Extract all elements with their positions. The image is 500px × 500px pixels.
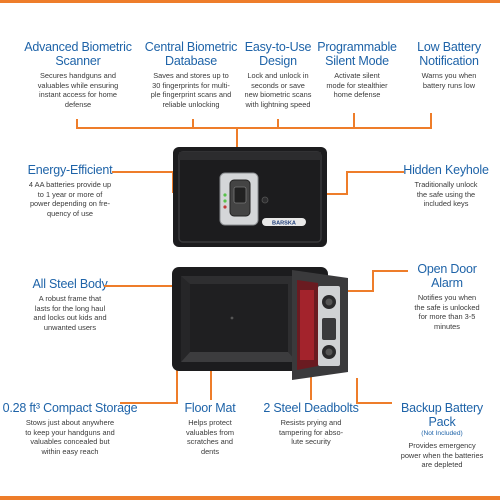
feature-note: (Not Included) xyxy=(421,430,463,437)
feature-all-steel-body: All Steel Body A robust frame that lasts… xyxy=(14,277,126,332)
brand-badge xyxy=(262,218,306,226)
open-safe-body xyxy=(172,267,328,371)
feature-description: Secures handguns and valuables while ens… xyxy=(37,71,119,109)
callout-backup-h xyxy=(356,402,392,404)
open-safe-door-panel xyxy=(297,280,318,370)
top-orange-border xyxy=(0,0,500,3)
callout-top-tick-2 xyxy=(192,119,194,129)
feature-backup-battery-pack: Backup Battery Pack (Not Included) Provi… xyxy=(388,401,496,470)
feature-title: 2 Steel Deadbolts xyxy=(263,401,359,415)
feature-description: Warns you when battery runs low xyxy=(421,71,477,90)
deadbolt-icon-2-inner xyxy=(325,348,333,356)
feature-advanced-biometric-scanner: Advanced Biometric Scanner Secures handg… xyxy=(18,40,138,109)
callout-energy-v xyxy=(172,171,174,193)
closed-safe-door-edge xyxy=(178,151,322,243)
feature-open-door-alarm: Open Door Alarm Notifies you when the sa… xyxy=(400,262,494,331)
feature-energy-efficient: Energy-Efficient 4 AA batteries provide … xyxy=(10,163,130,218)
feature-title: Floor Mat xyxy=(184,401,236,415)
fingerprint-window xyxy=(233,186,247,204)
open-safe-door-inner xyxy=(292,270,348,380)
door-lock-housing xyxy=(318,286,340,366)
open-safe-left-wall xyxy=(181,276,190,362)
status-led-green xyxy=(223,193,227,197)
callout-dooralarm-h2 xyxy=(336,290,374,292)
door-label-strip xyxy=(300,290,314,360)
callout-backup-v xyxy=(356,378,358,404)
feature-low-battery-notification: Low Battery Notification Warns you when … xyxy=(404,40,494,90)
callout-keyhole-v xyxy=(346,171,348,195)
callout-dooralarm-h xyxy=(372,270,408,272)
hidden-keyhole-icon xyxy=(261,196,269,204)
closed-safe: BARSKA xyxy=(173,147,327,247)
feature-title: Backup Battery Pack xyxy=(401,401,483,429)
feature-description: Resists prying and tampering for abso- l… xyxy=(278,418,344,447)
feature-title: Central Biometric Database xyxy=(144,40,238,68)
feature-description: Provides emergency power when the batter… xyxy=(400,441,484,470)
mounting-hole xyxy=(230,316,234,320)
feature-title: All Steel Body xyxy=(32,277,108,291)
callout-storage-v xyxy=(176,358,178,404)
callout-keyhole-h2 xyxy=(276,193,348,195)
deadbolt-icon-1-inner xyxy=(325,298,333,306)
feature-description: 4 AA batteries provide up to 1 year or m… xyxy=(28,180,112,218)
feature-description: Lock and unlock in seconds or save new b… xyxy=(244,71,312,109)
feature-floor-mat: Floor Mat Helps protect valuables from s… xyxy=(170,401,250,456)
callout-top-bar xyxy=(76,127,432,129)
feature-description: Notifies you when the safe is unlocked f… xyxy=(414,293,480,331)
callout-top-tick-5 xyxy=(430,113,432,129)
biometric-panel xyxy=(219,172,259,226)
feature-compact-storage: 0.28 ft³ Compact Storage Stows just abou… xyxy=(2,401,138,456)
callout-top-drop xyxy=(236,129,238,179)
callout-dooralarm-v xyxy=(372,270,374,292)
feature-easy-to-use-design: Easy-to-Use Design Lock and unlock in se… xyxy=(230,40,326,109)
callout-steelbody-h xyxy=(104,285,176,287)
status-led-red xyxy=(223,205,227,209)
open-safe-back-wall xyxy=(190,284,288,352)
feature-description: Stows just about anywhere to keep your h… xyxy=(25,418,115,456)
feature-title: Advanced Biometric Scanner xyxy=(24,40,132,68)
callout-top-tick-3 xyxy=(277,119,279,129)
open-safe-interior xyxy=(181,276,297,362)
callout-energy-h xyxy=(112,171,174,173)
feature-central-biometric-database: Central Biometric Database Saves and sto… xyxy=(136,40,246,109)
status-led-green-2 xyxy=(223,199,227,203)
feature-description: Traditionally unlock the safe using the … xyxy=(414,180,478,209)
feature-title: Open Door Alarm xyxy=(417,262,477,290)
battery-pack-icon xyxy=(322,318,336,340)
open-safe-floor-mat xyxy=(181,352,297,362)
deadbolt-icon-1 xyxy=(322,295,336,309)
feature-description: A robust frame that lasts for the long h… xyxy=(33,294,107,332)
closed-safe-top-shine xyxy=(179,152,321,160)
brand-badge-text: BARSKA xyxy=(272,220,296,226)
feature-hidden-keyhole: Hidden Keyhole Traditionally unlock the … xyxy=(398,163,494,209)
feature-steel-deadbolts: 2 Steel Deadbolts Resists prying and tam… xyxy=(256,401,366,447)
callout-floormat-v xyxy=(210,352,212,400)
feature-title: Low Battery Notification xyxy=(417,40,481,68)
deadbolt-icon-2 xyxy=(322,345,336,359)
feature-description: Helps protect valuables from scratches a… xyxy=(185,418,235,456)
callout-top-tick-4 xyxy=(353,113,355,129)
callout-deadbolts-v xyxy=(310,358,312,400)
feature-programmable-silent-mode: Programmable Silent Mode Activate silent… xyxy=(310,40,404,100)
feature-description: Saves and stores up to 30 fingerprints f… xyxy=(150,71,232,109)
feature-title: Programmable Silent Mode xyxy=(317,40,397,68)
closed-safe-body xyxy=(173,147,327,247)
callout-top-tick-1 xyxy=(76,119,78,129)
feature-title: Hidden Keyhole xyxy=(403,163,489,177)
open-safe xyxy=(172,267,348,380)
callout-keyhole-h xyxy=(346,171,404,173)
feature-title: 0.28 ft³ Compact Storage xyxy=(2,401,138,415)
feature-description: Activate silent mode for stealthier home… xyxy=(326,71,388,100)
feature-title: Easy-to-Use Design xyxy=(244,40,312,68)
callout-energy-h2 xyxy=(172,191,224,193)
fingerprint-scanner-icon xyxy=(229,179,251,217)
callout-storage-h xyxy=(120,402,178,404)
feature-title: Energy-Efficient xyxy=(27,163,113,177)
bottom-orange-border xyxy=(0,496,500,500)
